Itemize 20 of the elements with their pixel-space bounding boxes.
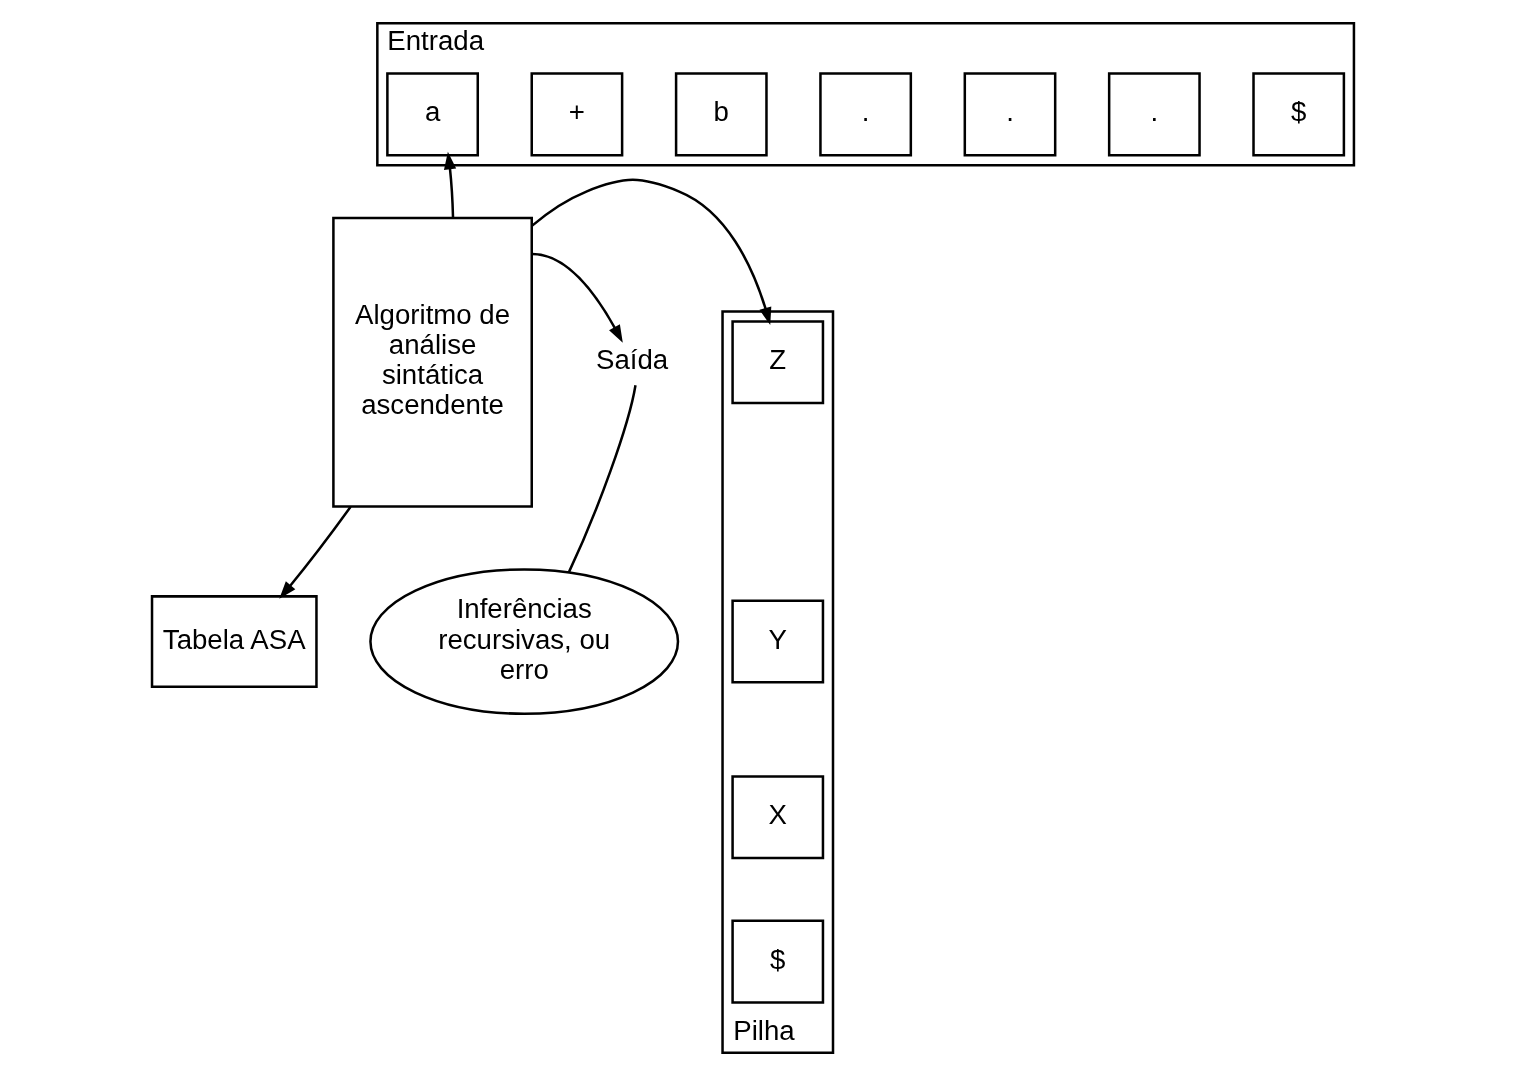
arrow bbox=[443, 151, 456, 218]
node-box: $ bbox=[730, 919, 824, 1004]
node-box: . bbox=[963, 72, 1056, 157]
node-box: X bbox=[730, 775, 824, 860]
node-text: Saída bbox=[595, 344, 668, 376]
node-box: + bbox=[530, 72, 623, 157]
node-box: . bbox=[1107, 72, 1201, 157]
arrow bbox=[530, 178, 771, 325]
node-box: Algoritmo de análise sintática ascendente bbox=[331, 216, 533, 508]
node-box: Y bbox=[730, 599, 824, 684]
node-box: Z bbox=[730, 320, 824, 405]
node-box: . bbox=[818, 72, 912, 157]
node-box: b bbox=[674, 72, 768, 157]
arrow bbox=[531, 252, 623, 343]
connector bbox=[567, 385, 637, 573]
node-ellipse: Inferências recursivas, ou erro bbox=[368, 568, 679, 715]
node-box: Tabela ASA bbox=[150, 595, 318, 688]
node-box: $ bbox=[1251, 72, 1345, 157]
arrow bbox=[278, 506, 352, 599]
node-box: a bbox=[385, 72, 479, 157]
